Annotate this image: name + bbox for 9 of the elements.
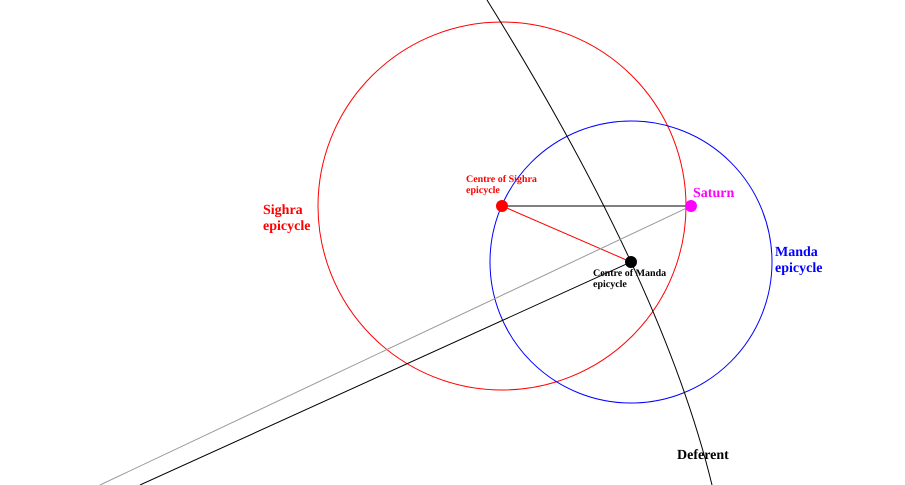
point-label: Saturn — [693, 186, 736, 202]
curve-label: Manda epicycle — [775, 245, 824, 278]
point-dot — [496, 200, 508, 212]
point-dot — [625, 256, 637, 268]
point-dot — [685, 200, 697, 212]
line — [507, 208, 626, 260]
line — [140, 264, 626, 485]
line — [100, 208, 686, 485]
curve-label: Sighra epicycle — [263, 203, 312, 236]
